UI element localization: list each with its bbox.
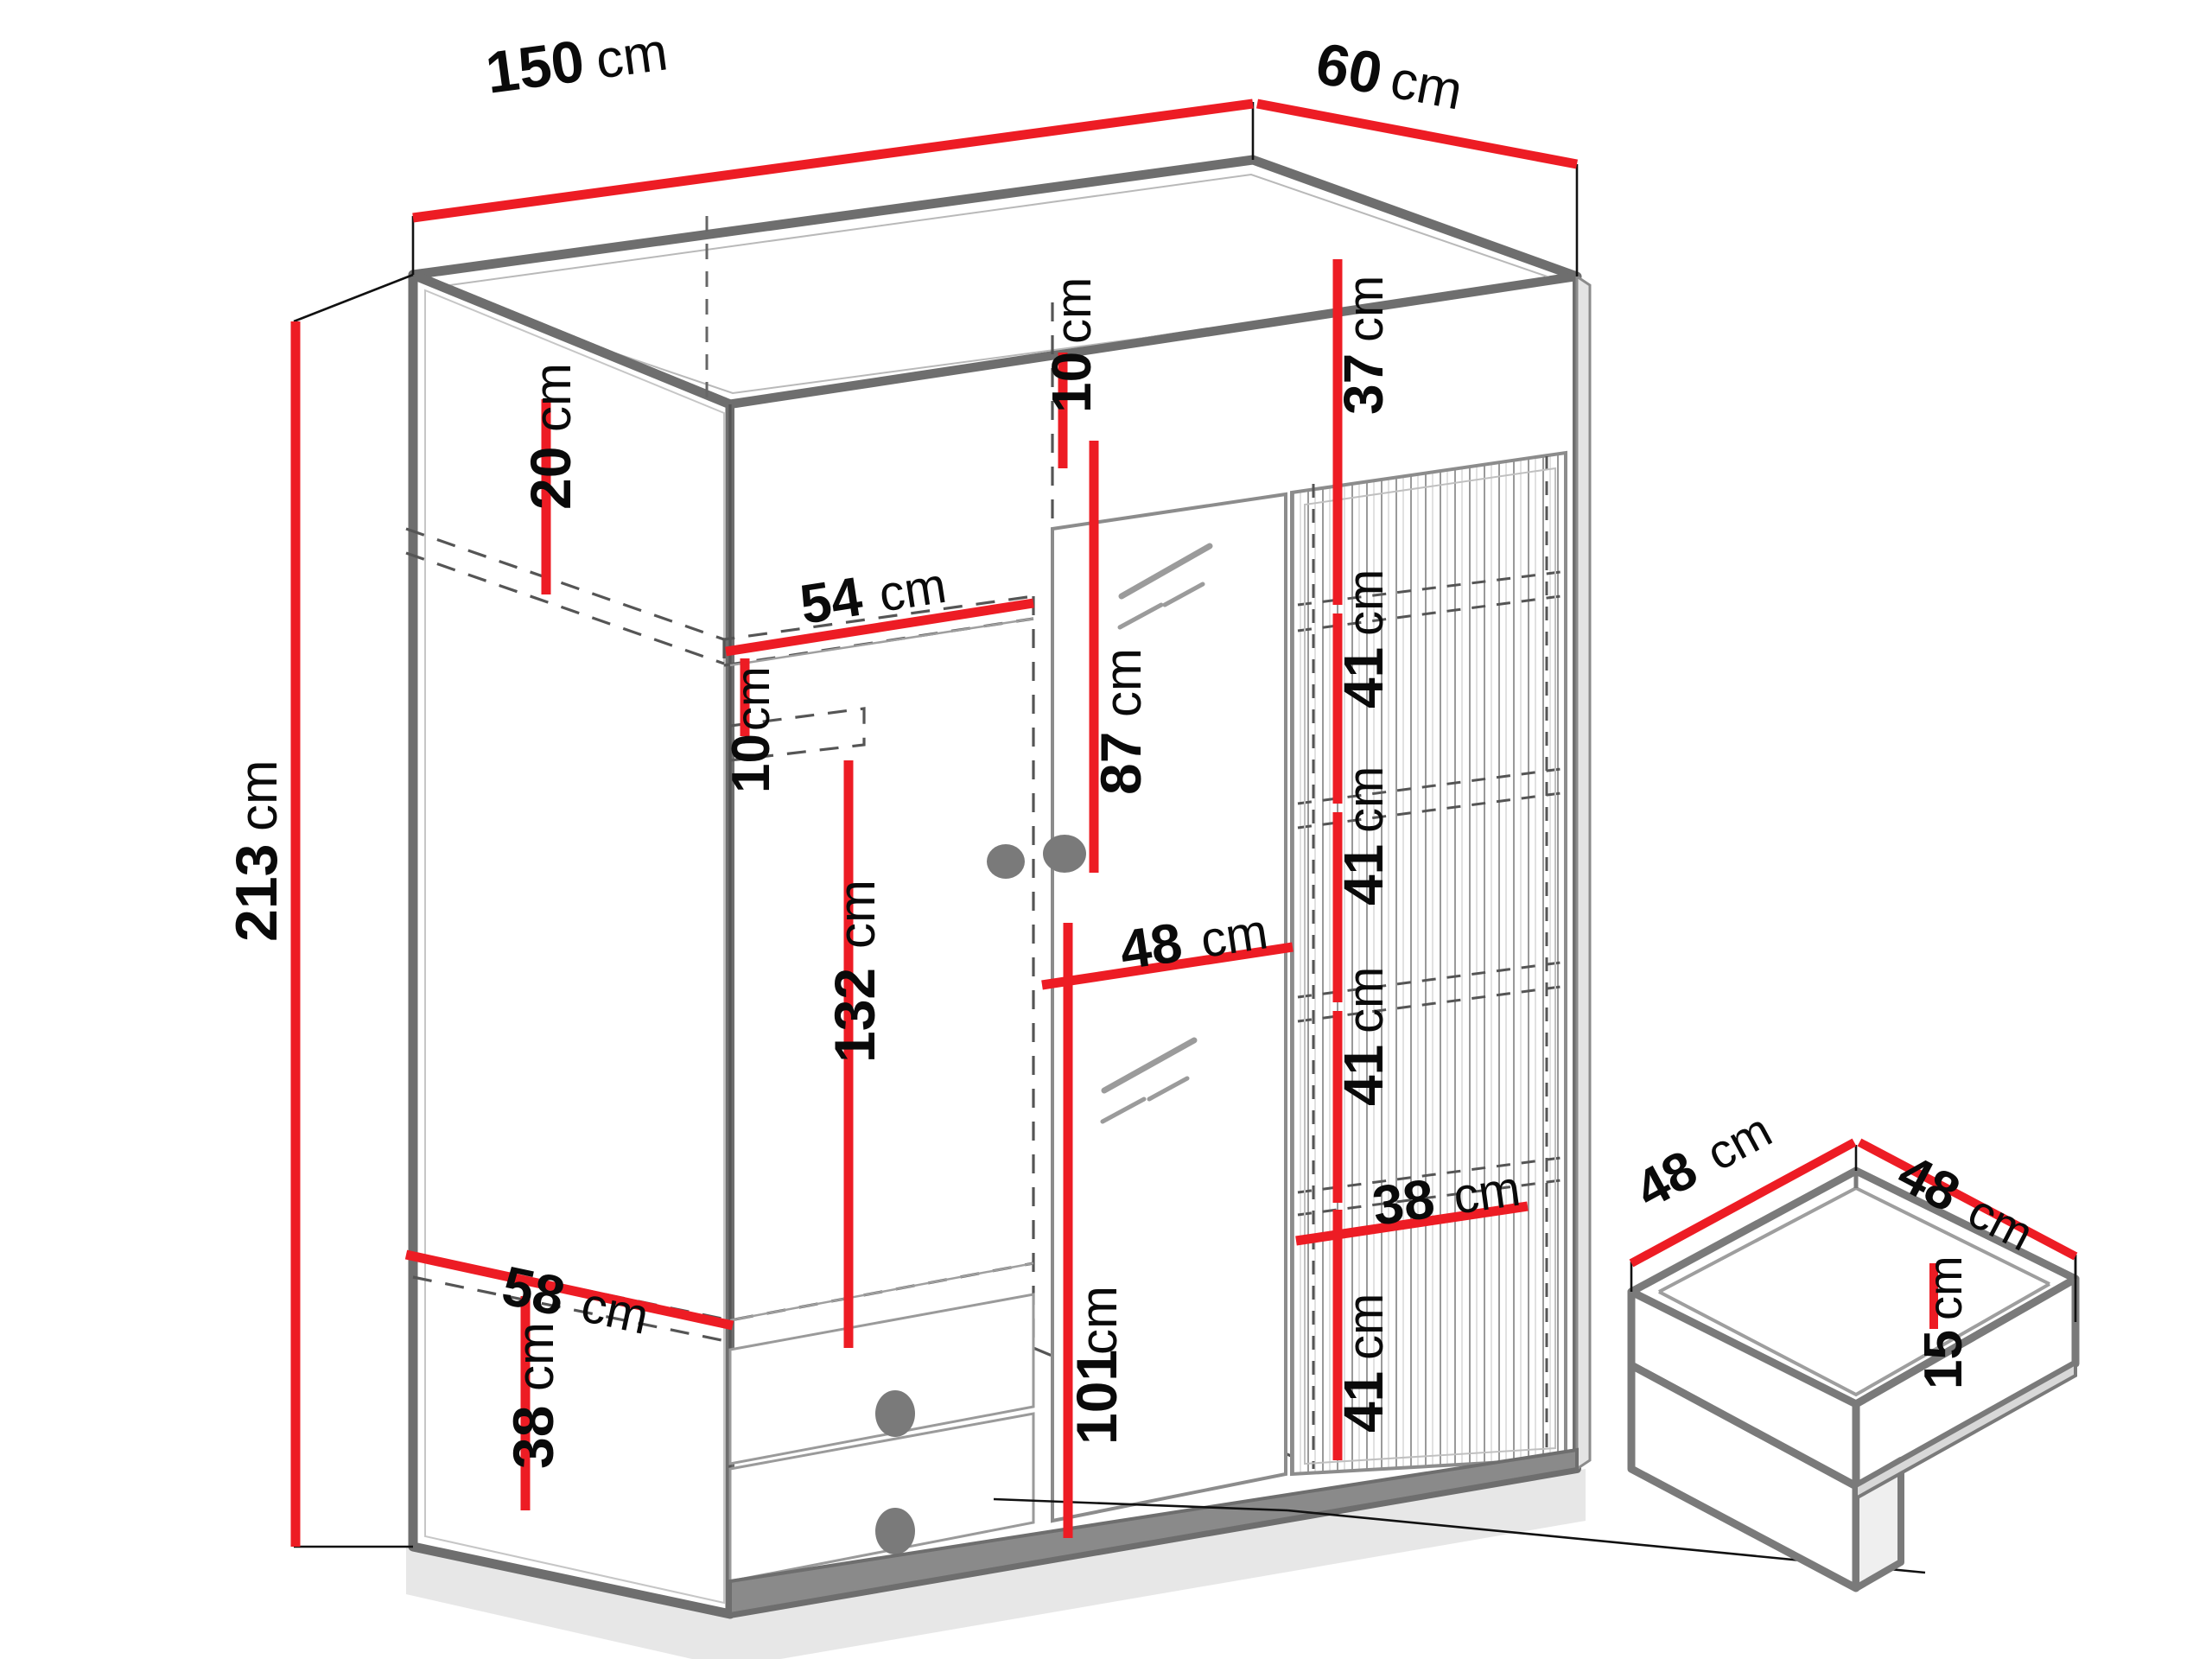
svg-text:cm: cm (1338, 967, 1394, 1033)
svg-text:41: 41 (1332, 1045, 1395, 1106)
label-height-213: 213 cm (224, 760, 289, 942)
svg-text:101: 101 (1065, 1350, 1128, 1445)
svg-text:cm: cm (1338, 766, 1394, 833)
mirror-door[interactable] (987, 492, 1287, 1523)
right-hidden-shelves (1297, 456, 1561, 1469)
drawer-leader-lines (1630, 1145, 2077, 1322)
label-w48: 48 cm (1116, 903, 1271, 982)
svg-text:20: 20 (518, 447, 582, 510)
svg-text:48: 48 (1626, 1140, 1707, 1221)
svg-text:41: 41 (1332, 647, 1395, 709)
drawer-inner-rim (1658, 1282, 2050, 1397)
svg-text:cm: cm (1917, 1255, 1972, 1320)
svg-text:60: 60 (1311, 30, 1388, 107)
wardrobe-right-edge (1575, 274, 1592, 1471)
label-width-150: 150 cm (482, 22, 671, 106)
svg-text:15: 15 (1914, 1330, 1974, 1389)
label-drawer-15: 15 cm (1914, 1255, 1974, 1389)
dim-line-width-150 (412, 99, 1254, 223)
label-s41d: 41 cm (1332, 1294, 1395, 1433)
svg-text:54: 54 (796, 565, 867, 636)
label-v10b: 10 cm (1040, 277, 1103, 413)
label-w58: 58 cm (497, 1254, 653, 1345)
dim-line-w54 (725, 598, 1034, 657)
svg-text:cm: cm (506, 1322, 564, 1391)
svg-text:cm: cm (1338, 276, 1394, 342)
mirror-door-panel[interactable] (1051, 492, 1287, 1523)
svg-text:cm: cm (1046, 277, 1102, 344)
svg-text:cm: cm (229, 760, 289, 831)
slatted-door-inner-frame (1304, 467, 1556, 1465)
svg-text:10: 10 (1040, 352, 1103, 413)
svg-text:41: 41 (1332, 1371, 1395, 1433)
wardrobe-body (405, 155, 1592, 1659)
svg-text:cm: cm (725, 666, 779, 731)
svg-text:37: 37 (1332, 353, 1395, 415)
label-drawer-48-left: 48 cm (1626, 1103, 1781, 1221)
dim-line-drawer-48-left (1629, 1138, 1857, 1268)
door-handle-icon[interactable] (987, 844, 1025, 879)
svg-text:cm: cm (1197, 903, 1271, 969)
wardrobe-left-side-inner-edge (424, 289, 725, 1605)
label-w38b: 38 cm (1369, 1160, 1524, 1237)
svg-text:38: 38 (501, 1406, 565, 1469)
label-v20: 20 cm (518, 363, 582, 510)
svg-text:cm: cm (576, 1276, 653, 1345)
drawer-knob-icon[interactable] (875, 1508, 915, 1554)
label-s37: 37 cm (1332, 276, 1395, 415)
svg-text:cm: cm (828, 880, 886, 949)
svg-text:10: 10 (721, 734, 781, 793)
drawer-knob-icon[interactable] (875, 1390, 915, 1437)
dim-line-w58 (404, 1249, 734, 1331)
label-v87: 87 cm (1089, 648, 1153, 795)
svg-text:48: 48 (1116, 911, 1185, 982)
dim-line-drawer-48-right (1857, 1138, 2078, 1261)
label-v38a: 38 cm (501, 1322, 565, 1469)
mirror-reflection-streaks-lower (1100, 1037, 1198, 1124)
left-drawer-front-upper[interactable] (728, 1293, 1035, 1465)
svg-text:41: 41 (1332, 844, 1395, 906)
left-drawer-front-lower[interactable] (728, 1412, 1035, 1583)
drawer-detail (1627, 1138, 2080, 1592)
label-w54: 54 cm (796, 557, 950, 636)
svg-text:58: 58 (497, 1254, 570, 1327)
label-s41b: 41 cm (1332, 766, 1395, 906)
left-compartment (728, 617, 1035, 1583)
svg-text:cm: cm (1338, 569, 1394, 636)
label-depth-60: 60 cm (1311, 30, 1467, 122)
svg-text:cm: cm (1338, 1294, 1394, 1360)
svg-text:cm: cm (592, 22, 671, 90)
svg-text:cm: cm (1386, 49, 1467, 121)
svg-text:cm: cm (1698, 1103, 1781, 1181)
wardrobe-base-plinth (728, 1447, 1579, 1617)
left-bottom-shelf-front-edge (729, 1262, 1034, 1322)
slatted-door[interactable] (1290, 450, 1567, 1477)
svg-text:132: 132 (823, 968, 887, 1063)
drawer-dimension-lines (1629, 1138, 2078, 1329)
svg-text:cm: cm (524, 363, 582, 432)
door-handle-icon[interactable] (1043, 835, 1086, 873)
label-v101: 101 cm (1065, 1286, 1128, 1445)
label-s41c: 41 cm (1332, 967, 1395, 1106)
dimension-lines (290, 99, 1579, 1547)
left-upper-shelf-front-edge (729, 617, 1034, 667)
drawer-bottom-edge (1854, 1360, 2077, 1502)
label-v132: 132 cm (823, 880, 887, 1063)
mirror-reflection-streaks-upper (1117, 543, 1213, 630)
label-s41a: 41 cm (1332, 569, 1395, 709)
svg-text:cm: cm (1070, 1286, 1128, 1355)
dim-line-w48 (1041, 942, 1294, 990)
svg-text:cm: cm (1450, 1160, 1524, 1225)
label-v10a: 10 cm (721, 666, 781, 793)
dim-line-depth-60 (1255, 99, 1579, 169)
dimension-labels: 150 cm 60 cm 213 cm 20 cm 54 cm 10 cm (224, 22, 2042, 1469)
svg-text:38: 38 (1369, 1167, 1439, 1237)
svg-text:150: 150 (482, 28, 588, 106)
svg-text:87: 87 (1089, 732, 1153, 795)
svg-text:213: 213 (224, 844, 289, 942)
svg-text:cm: cm (1094, 648, 1152, 717)
svg-text:cm: cm (875, 557, 950, 623)
